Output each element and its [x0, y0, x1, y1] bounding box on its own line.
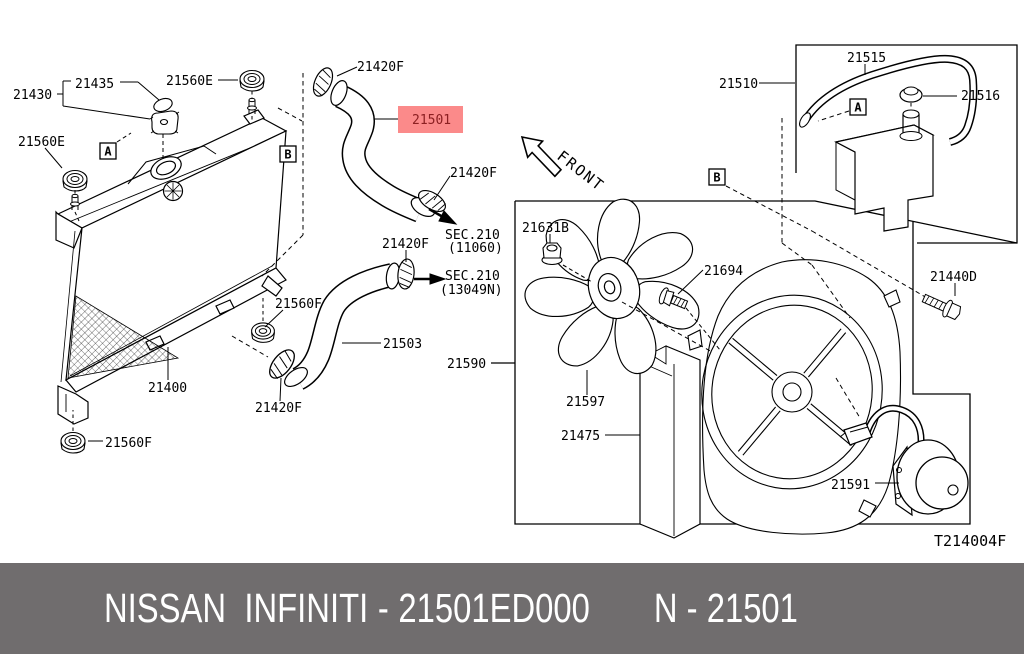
- drawing-code: T214004F: [934, 532, 1006, 550]
- callout-21516: 21516: [961, 89, 1000, 104]
- svg-text:A: A: [104, 145, 112, 159]
- callout-21501: 21501: [412, 113, 451, 128]
- fan-drawing: [524, 198, 700, 395]
- shroud-drawing: [605, 345, 701, 539]
- callout-21631b: 21631B: [522, 221, 569, 236]
- front-direction-arrow: FRONT: [520, 135, 609, 195]
- front-label: FRONT: [554, 147, 609, 195]
- view-ref-b1: B: [279, 145, 297, 163]
- callout-sec210-lower: SEC.210: [445, 269, 500, 284]
- reservoir-box: [759, 44, 1018, 244]
- callout-21420f-low: 21420F: [382, 237, 429, 252]
- callout-21591: 21591: [831, 478, 870, 493]
- svg-text:B: B: [713, 171, 720, 185]
- bolt-21440d-drawing: [921, 283, 962, 321]
- footer-catalog-ref: N - 21501: [653, 585, 798, 631]
- footer-text: NISSAN INFINITI-21501ED000 N - 21501: [104, 585, 798, 632]
- callout-21435: 21435: [75, 77, 114, 92]
- callout-21503: 21503: [383, 337, 422, 352]
- callout-21440d: 21440D: [930, 270, 977, 285]
- view-ref-a1: A: [99, 132, 132, 160]
- leader-lines: [44, 66, 451, 442]
- fan-bolt-drawing: [658, 269, 721, 351]
- callout-21420f-mid: 21420F: [450, 166, 497, 181]
- highlight-callout-21501: 21501: [374, 106, 463, 133]
- callout-21510: 21510: [719, 77, 758, 92]
- callout-sec210-upper-ref: (11060): [448, 241, 503, 256]
- footer-banner: NISSAN INFINITI-21501ED000 N - 21501: [0, 563, 1024, 654]
- footer-separator: -: [377, 585, 389, 631]
- callout-21400: 21400: [148, 381, 187, 396]
- view-ref-b2: B: [708, 168, 726, 186]
- footer-brand: NISSAN INFINITI: [104, 585, 369, 631]
- view-ref-a2: A: [849, 98, 867, 116]
- fan-nut-drawing: [541, 234, 593, 283]
- callout-21560e-top: 21560E: [166, 74, 213, 89]
- callout-21560e-left: 21560E: [18, 135, 65, 150]
- mount-grommets: [60, 69, 275, 454]
- callout-21420f-top: 21420F: [357, 60, 404, 75]
- footer-part-number: 21501ED000: [398, 585, 590, 631]
- svg-text:B: B: [284, 148, 291, 162]
- fan-motor-drawing: [839, 404, 969, 517]
- projection-dashes-left: [231, 73, 713, 358]
- radiator-drawing: [55, 109, 288, 425]
- radiator-cap-drawing: [57, 80, 180, 160]
- upper-hose-drawing: [308, 64, 458, 225]
- callout-21560f-mid: 21560F: [275, 297, 322, 312]
- lower-hose-drawing: [264, 257, 447, 390]
- callout-21560f-bot: 21560F: [105, 436, 152, 451]
- fan-frame-drawing: [687, 259, 902, 535]
- callout-21420f-bot: 21420F: [255, 401, 302, 416]
- projection-dashes-right: [725, 185, 935, 419]
- svg-text:A: A: [854, 101, 862, 115]
- callout-sec210-upper: SEC.210: [445, 228, 500, 243]
- parts-diagram: 21501 FRONT: [13, 44, 1018, 550]
- callout-21430: 21430: [13, 88, 52, 103]
- radiator-filler-neck: [127, 145, 217, 202]
- callout-21694: 21694: [704, 264, 743, 279]
- reservoir-drawing: [781, 54, 978, 319]
- callout-21475: 21475: [561, 429, 600, 444]
- callout-sec210-lower-ref: (13049N): [440, 283, 503, 298]
- callout-21597: 21597: [566, 395, 605, 410]
- callout-21515: 21515: [847, 51, 886, 66]
- radiator-core-hatch: [67, 295, 180, 379]
- callout-21590: 21590: [447, 357, 486, 372]
